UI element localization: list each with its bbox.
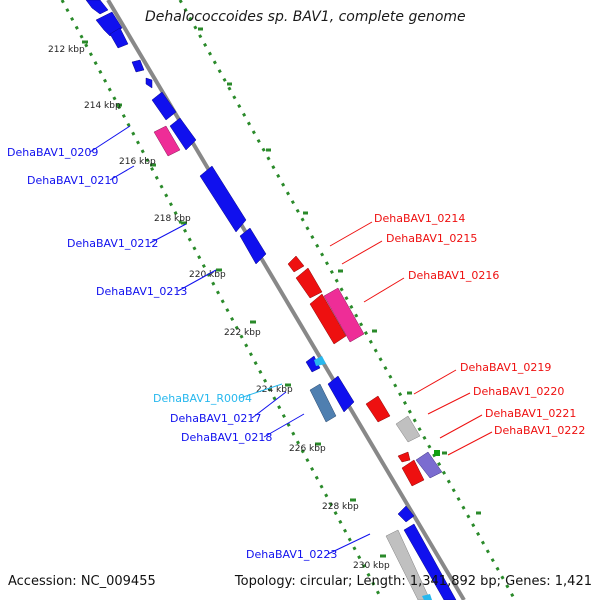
tick-label: 214 kbp <box>84 101 121 111</box>
tick-label: 224 kbp <box>256 385 293 395</box>
genome-summary-text: Topology: circular; Length: 1,341,892 bp… <box>234 574 592 589</box>
accession-text: Accession: NC_009455 <box>8 574 156 589</box>
label-leader-lines <box>89 125 493 555</box>
gene-arrow <box>109 27 129 49</box>
genome-backbone <box>106 0 466 600</box>
outer-tick-ring <box>178 0 517 600</box>
gene-label: DehaBAV1_0220 <box>473 385 564 398</box>
gene-arrow <box>327 375 355 413</box>
gene-arrow <box>401 459 425 487</box>
gene-label: DehaBAV1_0213 <box>96 285 187 298</box>
outer-ring-major-ticks <box>198 27 481 515</box>
gene-arrow <box>151 91 177 121</box>
gene-arrow <box>323 287 365 343</box>
gene-label: DehaBAV1_0218 <box>181 431 272 444</box>
gene-label: DehaBAV1_0221 <box>485 407 576 420</box>
gene-label: DehaBAV1_0210 <box>27 174 118 187</box>
gene-arrow <box>309 383 337 423</box>
map-title: Dehalococcoides sp. BAV1, complete genom… <box>145 9 466 25</box>
inner-ring-major-ticks <box>82 40 386 558</box>
tick-label: 226 kbp <box>289 444 326 454</box>
gene-arrow <box>199 165 247 233</box>
gene-arrow <box>422 594 432 600</box>
gene-label: DehaBAV1_0212 <box>67 237 158 250</box>
gene-arrow <box>131 59 145 73</box>
gene-label: DehaBAV1_0222 <box>494 424 585 437</box>
gene-label: DehaBAV1_0219 <box>460 361 551 374</box>
gene-arrow <box>305 355 321 373</box>
gene-arrow <box>365 395 391 423</box>
gene-arrow <box>403 523 457 600</box>
gene-arrow <box>287 255 305 273</box>
gene-arrow <box>153 125 181 157</box>
gene-label: DehaBAV1_R0004 <box>153 392 252 405</box>
tick-label: 212 kbp <box>48 45 85 55</box>
gene-arrow <box>415 451 443 479</box>
gene-arrow <box>395 415 421 443</box>
reverse-strand-genes <box>85 0 457 600</box>
gene-arrow <box>169 117 197 151</box>
gene-arrow <box>385 529 431 600</box>
forward-strand-genes <box>287 255 425 487</box>
gene-arrow <box>309 293 347 345</box>
gene-label: DehaBAV1_0214 <box>374 212 465 225</box>
gene-arrow <box>145 77 153 89</box>
gene-label: DehaBAV1_0217 <box>170 412 261 425</box>
tick-label: 228 kbp <box>322 502 359 512</box>
gene-arrow <box>397 505 415 523</box>
gene-arrow <box>434 450 440 456</box>
gene-arrow <box>85 0 109 15</box>
gene-label: DehaBAV1_0216 <box>408 269 499 282</box>
tick-label: 218 kbp <box>154 214 191 224</box>
rna-gene-arrow <box>314 356 326 366</box>
gene-arrow <box>397 451 411 463</box>
inner-tick-ring <box>60 0 384 600</box>
tick-label: 216 kbp <box>119 157 156 167</box>
gene-label: DehaBAV1_0223 <box>246 548 337 561</box>
tick-label: 230 kbp <box>353 561 390 571</box>
gene-arrow <box>239 227 267 265</box>
gene-label: DehaBAV1_0209 <box>7 146 98 159</box>
gene-arrow <box>295 267 323 299</box>
gene-label: DehaBAV1_0215 <box>386 232 477 245</box>
tick-label: 222 kbp <box>224 328 261 338</box>
